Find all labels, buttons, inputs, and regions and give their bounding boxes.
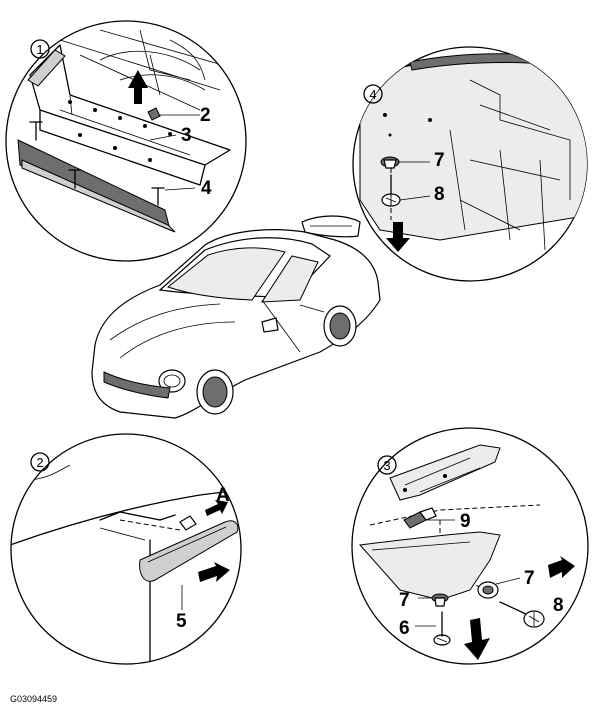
callout-7-right: 7 bbox=[524, 568, 535, 589]
panel-3-badge: 3 bbox=[383, 458, 390, 473]
figure-id: G03094459 bbox=[10, 694, 57, 704]
callout-3: 3 bbox=[181, 125, 192, 146]
callout-8-right: 8 bbox=[553, 595, 564, 616]
panel-4: 4 7 8 bbox=[352, 46, 588, 282]
callout-8: 8 bbox=[434, 184, 445, 205]
panel-1-badge: 1 bbox=[36, 42, 43, 57]
panel-2-badge: 2 bbox=[36, 455, 43, 470]
panel-4-badge: 4 bbox=[369, 87, 376, 102]
callout-5: 5 bbox=[176, 611, 187, 632]
panel-2: 2 A 5 bbox=[10, 433, 242, 665]
callout-7-left: 7 bbox=[399, 590, 410, 611]
panel-3: 3 9 7 8 7 6 bbox=[351, 427, 589, 665]
callout-4: 4 bbox=[201, 178, 212, 199]
callout-A: A bbox=[216, 485, 230, 506]
callout-2: 2 bbox=[200, 105, 211, 126]
callout-6: 6 bbox=[399, 618, 410, 639]
callout-7: 7 bbox=[434, 150, 445, 171]
car-illustration bbox=[91, 215, 381, 419]
callout-9: 9 bbox=[460, 511, 471, 532]
panel-1: 1 2 3 4 bbox=[5, 20, 247, 262]
